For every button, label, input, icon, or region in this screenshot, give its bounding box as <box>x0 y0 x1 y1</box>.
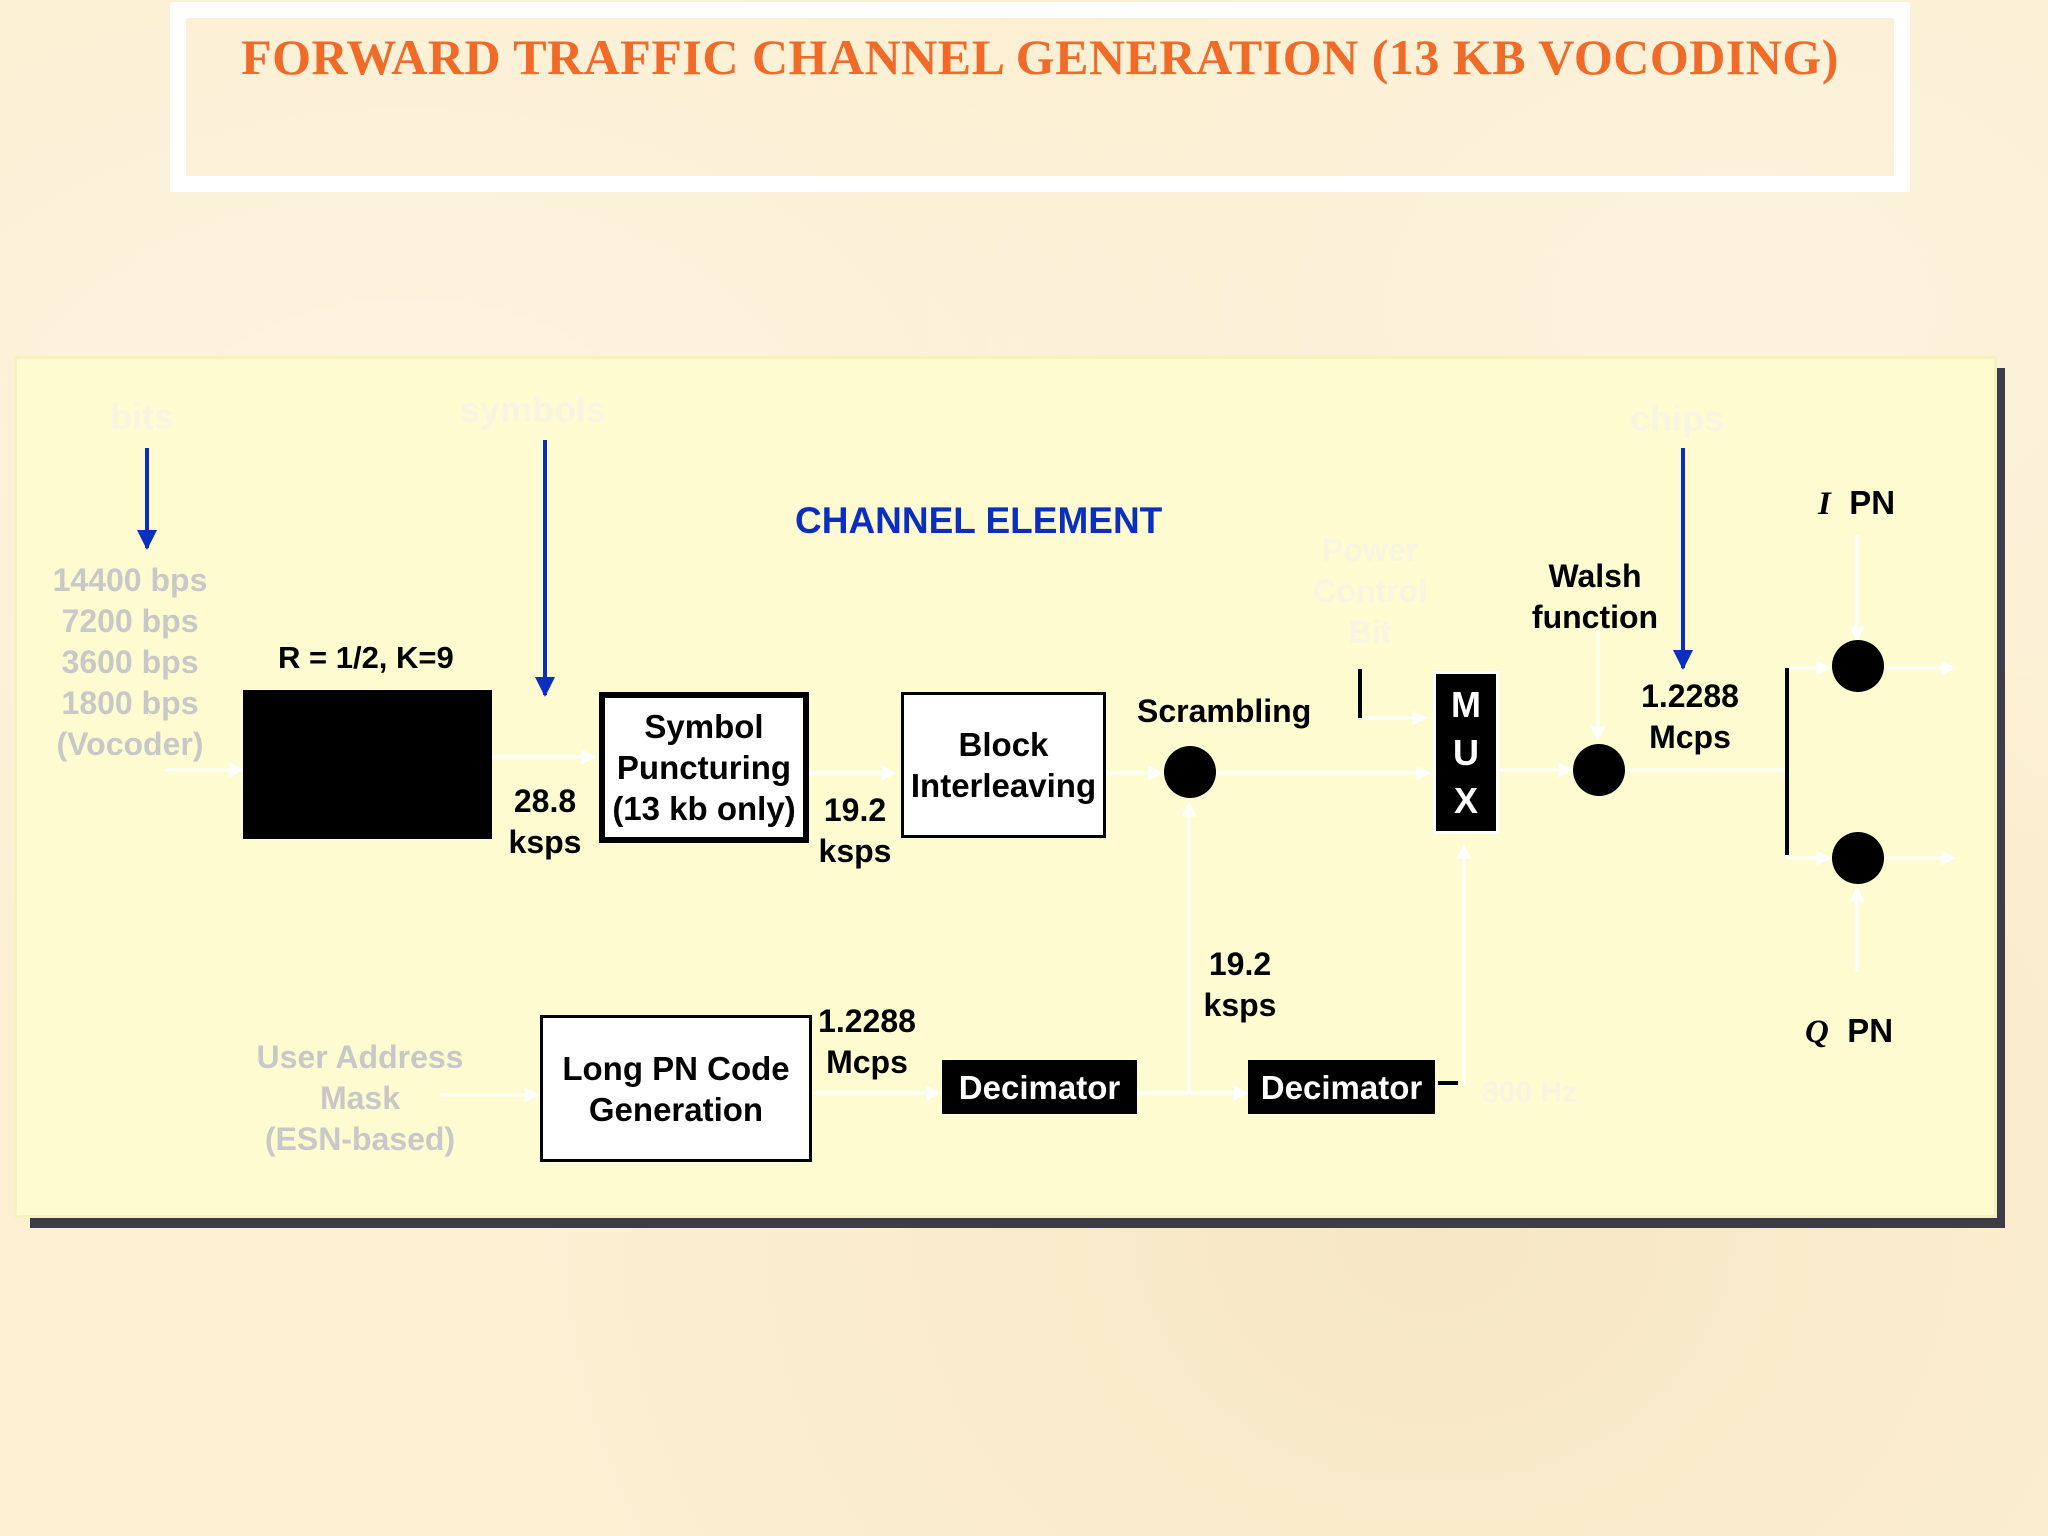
i-pn-text: PN <box>1849 484 1896 521</box>
walsh-function-label: Walsh function <box>1515 556 1675 638</box>
interleaving-line-2: Interleaving <box>910 767 1097 804</box>
rate-19-2-a: 19.2 ksps <box>805 790 905 872</box>
walsh-xor-node <box>1573 744 1625 796</box>
i-xor-node <box>1832 640 1884 692</box>
rate-28-8-value: 28.8 <box>513 783 577 819</box>
rate-vocoder: (Vocoder) <box>56 726 204 762</box>
decimator-1-label: Decimator <box>958 1068 1121 1106</box>
block-interleaving-box: Block Interleaving <box>901 692 1106 838</box>
long-pn-line-2: Generation <box>588 1090 764 1128</box>
decimator-1-box: Decimator <box>942 1060 1137 1114</box>
long-pn-rate-unit: Mcps <box>826 1044 908 1080</box>
mux-box: M U X <box>1433 671 1499 834</box>
uam-line-2: Mask <box>319 1080 401 1116</box>
long-pn-code-box: Long PN Code Generation <box>540 1015 812 1162</box>
rate-28-8-unit: ksps <box>508 824 582 860</box>
long-pn-rate-value: 1.2288 <box>818 1003 916 1039</box>
rate-19-2-b-unit: ksps <box>1203 987 1277 1023</box>
walsh-line-2: function <box>1531 599 1659 635</box>
rate-19-2-a-value: 19.2 <box>823 792 887 828</box>
decimator-2-box: Decimator <box>1248 1060 1435 1114</box>
rate-28-8: 28.8 ksps <box>495 781 595 863</box>
puncturing-line-2: Puncturing <box>616 749 792 786</box>
q-axis: Q <box>1805 1014 1829 1050</box>
chip-rate-value: 1.2288 <box>1641 678 1739 714</box>
rate-3600: 3600 bps <box>61 644 199 680</box>
scrambling-label: Scrambling <box>1137 693 1312 729</box>
chip-rate-unit: Mcps <box>1649 719 1731 755</box>
convolutional-encoder-box <box>243 690 492 839</box>
i-axis: I <box>1818 486 1831 522</box>
pcb-line-1: Power <box>1321 532 1419 568</box>
rate-14400: 14400 bps <box>52 562 208 598</box>
mux-letter-x: X <box>1453 779 1478 821</box>
chip-rate-label: 1.2288 Mcps <box>1625 676 1755 758</box>
q-xor-node <box>1832 832 1884 884</box>
channel-element-label: CHANNEL ELEMENT <box>795 500 1163 541</box>
user-address-mask-label: User Address Mask (ESN-based) <box>240 1037 480 1160</box>
freq-label: 800 Hz <box>1482 1076 1578 1109</box>
rate-7200: 7200 bps <box>61 603 199 639</box>
chips-label: chips <box>1630 398 1725 439</box>
power-control-bit-label: Power Control Bit <box>1300 530 1440 653</box>
puncturing-line-1: Symbol <box>644 708 764 745</box>
encoder-label: R = 1/2, K=9 <box>278 640 454 675</box>
rate-19-2-b-value: 19.2 <box>1208 946 1272 982</box>
uam-line-1: User Address <box>256 1039 464 1075</box>
interleaving-line-1: Block <box>958 726 1049 763</box>
pcb-line-2: Control <box>1313 573 1427 609</box>
page-title: FORWARD TRAFFIC CHANNEL GENERATION (13 K… <box>241 29 1839 85</box>
mux-letter-m: M <box>1451 683 1481 725</box>
decimator-2-label: Decimator <box>1260 1068 1423 1106</box>
rate-19-2-a-unit: ksps <box>818 833 892 869</box>
q-pn-text: PN <box>1847 1012 1894 1049</box>
puncturing-line-3: (13 kb only) <box>612 790 796 827</box>
input-rates: 14400 bps 7200 bps 3600 bps 1800 bps (Vo… <box>40 560 220 765</box>
rate-19-2-b: 19.2 ksps <box>1180 944 1300 1026</box>
long-pn-line-1: Long PN Code <box>562 1049 790 1087</box>
walsh-line-1: Walsh <box>1548 558 1642 594</box>
bits-label: bits <box>110 396 175 437</box>
i-pn-label: I PN <box>1818 482 1895 525</box>
symbol-puncturing-box: Symbol Puncturing (13 kb only) <box>599 692 809 843</box>
q-pn-label: Q PN <box>1805 1010 1893 1053</box>
symbols-label: symbols <box>460 389 607 430</box>
scrambling-xor-node <box>1164 746 1216 798</box>
uam-line-3: (ESN-based) <box>264 1121 456 1157</box>
rate-1800: 1800 bps <box>61 685 199 721</box>
pcb-line-3: Bit <box>1348 614 1392 650</box>
title-box: FORWARD TRAFFIC CHANNEL GENERATION (13 K… <box>170 2 1910 192</box>
mux-letter-u: U <box>1453 731 1479 773</box>
long-pn-rate-label: 1.2288 Mcps <box>812 1001 922 1083</box>
